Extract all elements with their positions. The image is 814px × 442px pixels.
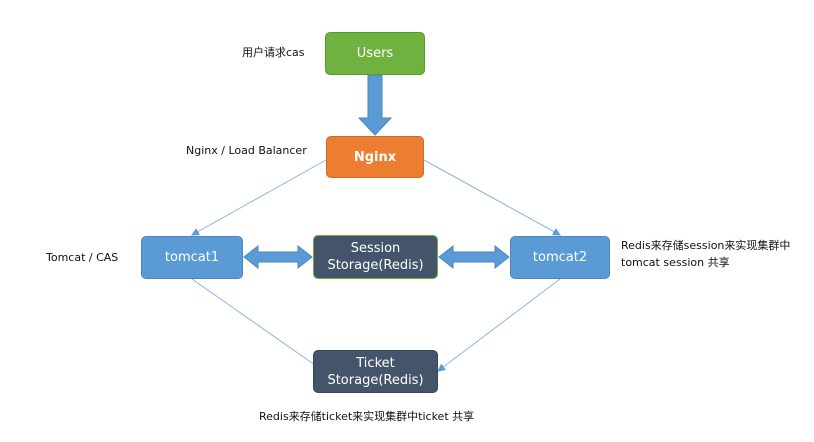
users-node-label: Users	[356, 46, 394, 61]
session-storage-label-line2: Storage(Redis)	[327, 258, 424, 273]
nginx-to-tomcat1-connector	[191, 159, 327, 236]
redis-session-annotation-line2: tomcat session 共享	[621, 256, 730, 269]
ticket-storage-label-line2: Storage(Redis)	[327, 372, 424, 388]
users-to-nginx-arrow	[357, 74, 393, 136]
tomcat1-to-ticket-connector	[191, 278, 323, 371]
tomcat1-node-label: tomcat1	[164, 250, 220, 265]
users-annotation: 用户请求cas	[242, 46, 305, 59]
nginx-annotation: Nginx / Load Balancer	[186, 144, 307, 157]
tomcat2-to-ticket-connector	[437, 278, 561, 372]
session-storage-node: Session Storage(Redis)	[313, 235, 438, 279]
tomcat1-node: tomcat1	[141, 236, 243, 279]
redis-session-annotation-line1: Redis来存储session来实现集群中	[621, 239, 791, 252]
tomcat-annotation: Tomcat / CAS	[46, 251, 119, 264]
redis-ticket-annotation: Redis来存储ticket来实现集群中ticket 共享	[259, 410, 475, 423]
session-storage-label-line1: Session	[350, 241, 401, 256]
nginx-to-tomcat2-connector	[423, 159, 561, 236]
nginx-node-label: Nginx	[353, 149, 397, 165]
users-node: Users	[325, 32, 425, 75]
nginx-node: Nginx	[326, 136, 424, 178]
session-tomcat2-double-arrow	[438, 244, 510, 270]
ticket-storage-label-line1: Ticket	[356, 355, 395, 371]
ticket-storage-node: Ticket Storage(Redis)	[313, 350, 438, 393]
tomcat2-node-label: tomcat2	[532, 250, 588, 265]
tomcat2-node: tomcat2	[510, 236, 610, 279]
tomcat1-session-double-arrow	[243, 244, 313, 270]
